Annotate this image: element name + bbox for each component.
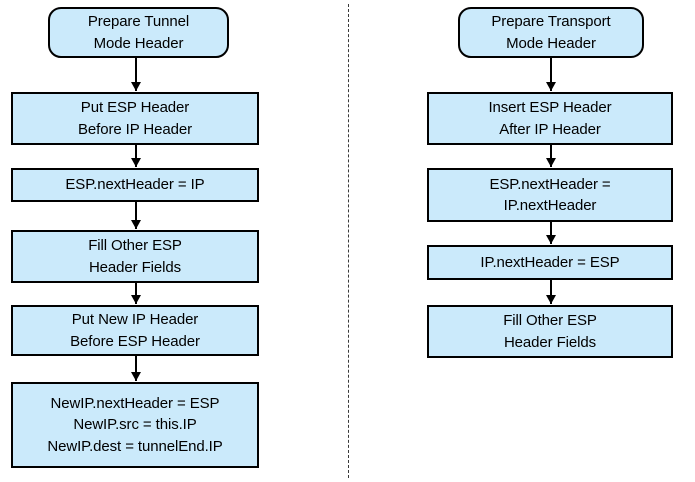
flow-node-transport-step-1: Insert ESP Header After IP Header [427, 92, 673, 145]
arrow-shaft [135, 202, 137, 229]
arrowhead-icon [130, 82, 141, 91]
arrowhead-icon [545, 235, 556, 244]
arrowhead-icon [130, 220, 141, 229]
arrow-shaft [550, 58, 552, 91]
flow-node-tunnel-step-4: Put New IP Header Before ESP Header [11, 305, 259, 356]
flow-node-transport-step-4: Fill Other ESP Header Fields [427, 305, 673, 358]
vertical-dashed-divider [348, 4, 349, 478]
arrowhead-icon [130, 158, 141, 167]
flow-node-tunnel-step-5: NewIP.nextHeader = ESP NewIP.src = this.… [11, 382, 259, 468]
arrow-shaft [135, 58, 137, 91]
flow-node-transport-step-2: ESP.nextHeader = IP.nextHeader [427, 168, 673, 222]
arrowhead-icon [545, 295, 556, 304]
arrowhead-icon [545, 82, 556, 91]
arrow-shaft [135, 145, 137, 167]
arrow-shaft [550, 280, 552, 304]
arrow-shaft [550, 145, 552, 167]
flow-node-tunnel-start: Prepare Tunnel Mode Header [48, 7, 229, 58]
flow-node-transport-start: Prepare Transport Mode Header [458, 7, 644, 58]
flow-node-transport-step-3: IP.nextHeader = ESP [427, 245, 673, 280]
flow-node-tunnel-step-1: Put ESP Header Before IP Header [11, 92, 259, 145]
arrowhead-icon [130, 372, 141, 381]
flow-node-tunnel-step-3: Fill Other ESP Header Fields [11, 230, 259, 283]
arrow-shaft [550, 222, 552, 244]
arrowhead-icon [545, 158, 556, 167]
arrowhead-icon [130, 295, 141, 304]
flow-node-tunnel-step-2: ESP.nextHeader = IP [11, 168, 259, 202]
arrow-shaft [135, 283, 137, 304]
arrow-shaft [135, 356, 137, 381]
